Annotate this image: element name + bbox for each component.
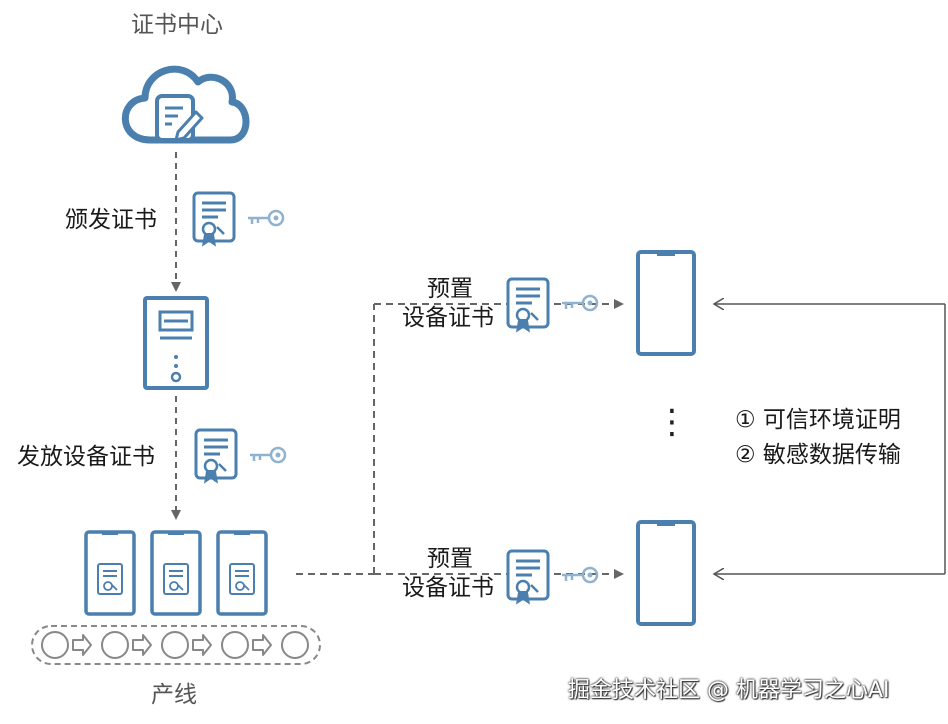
- production-phone-icon: [86, 531, 134, 614]
- vertical-ellipsis: ⋮: [655, 402, 689, 442]
- key-icon: [248, 446, 287, 464]
- feedback-bracket: [714, 304, 946, 574]
- distribute-cert-label: 发放设备证书: [17, 444, 155, 470]
- cloud-certificate-icon: [121, 65, 250, 144]
- preset-top-label-line2: 设备证书: [402, 305, 494, 331]
- certificate-icon: [194, 428, 238, 484]
- production-line-label: 产线: [151, 682, 197, 708]
- device-phone-top-icon: [636, 249, 696, 356]
- preset-connector: [296, 299, 624, 579]
- preset-bottom-label-line1: 预置: [427, 546, 473, 572]
- certificate-icon: [506, 549, 550, 605]
- feature-1-label: ① 可信环境证明: [735, 407, 901, 433]
- preset-bottom-label-line2: 设备证书: [402, 575, 494, 601]
- server-icon: [143, 296, 209, 390]
- production-phone-icon: [218, 531, 266, 614]
- device-phone-bottom-icon: [636, 519, 696, 626]
- production-phone-icon: [152, 531, 200, 614]
- certificate-icon: [506, 277, 550, 333]
- preset-top-label-line1: 预置: [427, 276, 473, 302]
- key-icon: [560, 294, 599, 312]
- feature-2-label: ② 敏感数据传输: [735, 442, 901, 468]
- issue-cert-label: 颁发证书: [65, 207, 157, 233]
- cert-center-label: 证书中心: [131, 12, 223, 38]
- key-icon: [246, 209, 285, 227]
- key-icon: [560, 566, 599, 584]
- watermark-text: 掘金技术社区 @ 机器学习之心AI: [568, 678, 890, 703]
- conveyor-belt-icon: [31, 625, 321, 665]
- certificate-icon: [192, 191, 236, 247]
